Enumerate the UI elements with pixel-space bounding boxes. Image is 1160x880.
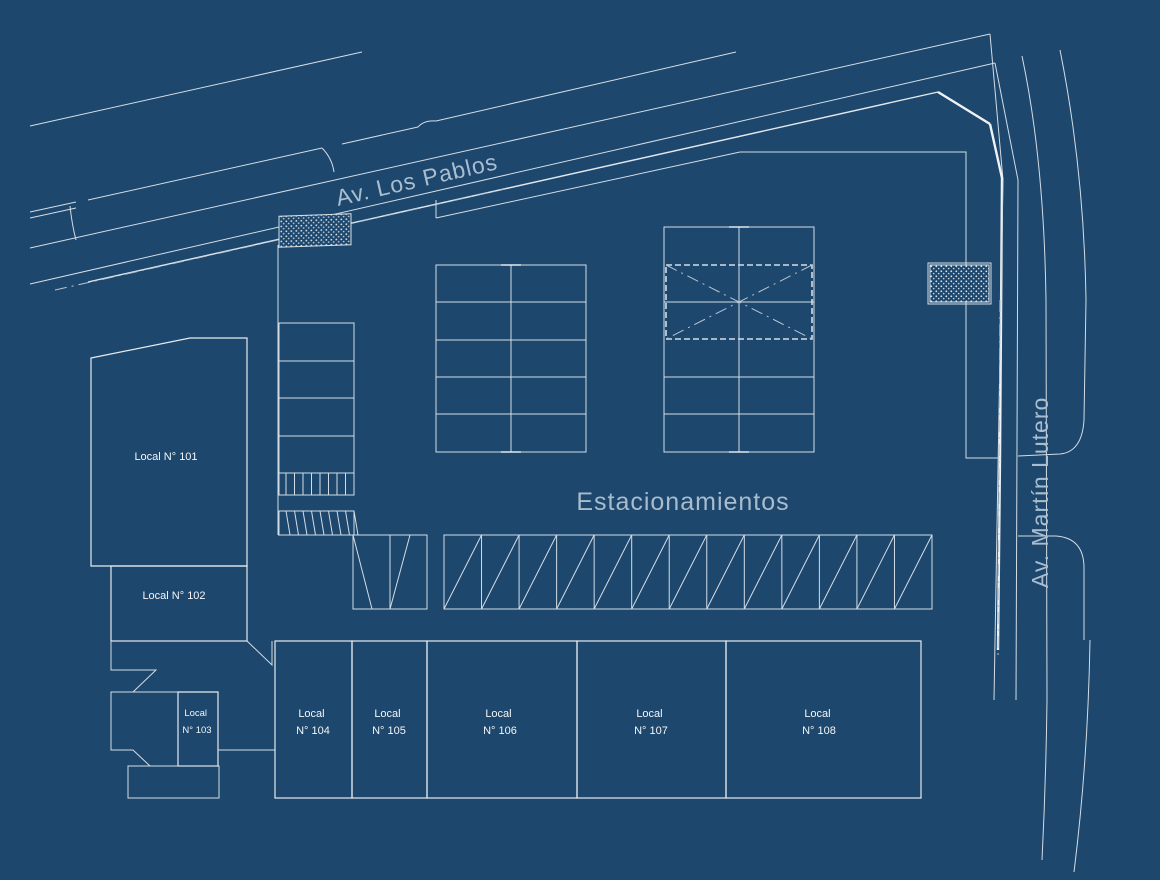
parking-stripe	[518, 534, 558, 610]
unit-108[interactable]	[725, 640, 922, 799]
parking-stripe	[743, 534, 783, 610]
parking-west-column	[278, 322, 359, 536]
parking-stripe	[345, 510, 350, 536]
parking-stripe	[311, 510, 316, 536]
parking-stripe	[389, 534, 411, 610]
parking-stripe	[818, 534, 858, 610]
north-avenue	[29, 33, 996, 291]
parking-stripe	[593, 534, 633, 610]
east-avenue	[937, 33, 1091, 873]
site-boundary	[277, 151, 1001, 536]
unit-104[interactable]	[274, 640, 353, 799]
planter-west	[278, 213, 352, 248]
parking-stripe	[328, 510, 333, 536]
unit-102[interactable]	[110, 565, 248, 642]
unit-101[interactable]	[90, 337, 248, 567]
street-label-north: Av. Los Pablos	[333, 148, 500, 211]
unit-105[interactable]	[351, 640, 428, 799]
parking-stripe	[294, 510, 299, 536]
unit-107[interactable]	[576, 640, 727, 799]
parking-stripe	[894, 534, 933, 610]
unit-106[interactable]	[426, 640, 578, 799]
parking-stripe	[481, 534, 520, 610]
parking-stripe	[706, 534, 745, 610]
parking-block-center	[435, 264, 587, 453]
planter-east	[929, 264, 990, 303]
parking-zone-label: Estacionamientos	[576, 488, 789, 516]
unit-103[interactable]	[177, 691, 219, 767]
parking-stripe	[285, 510, 291, 536]
parking-stripe	[353, 510, 359, 536]
parking-stripe	[781, 534, 820, 610]
parking-stripe	[352, 534, 373, 610]
parking-angled-row	[352, 534, 933, 610]
parking-stripe	[302, 510, 308, 536]
parking-stripe	[668, 534, 708, 610]
commercial-units: Local N° 101 Local N° 102 Local N° 103 L…	[90, 337, 922, 799]
parking-stripe	[319, 510, 325, 536]
parking-stripe	[556, 534, 595, 610]
parking-stripe	[631, 534, 670, 610]
parking-stripe	[336, 510, 342, 536]
parking-stripe	[443, 534, 482, 610]
parking-stripe	[856, 534, 895, 610]
parking-block-east	[663, 226, 815, 453]
street-label-east: Av. Martín Lutero	[1027, 397, 1053, 588]
